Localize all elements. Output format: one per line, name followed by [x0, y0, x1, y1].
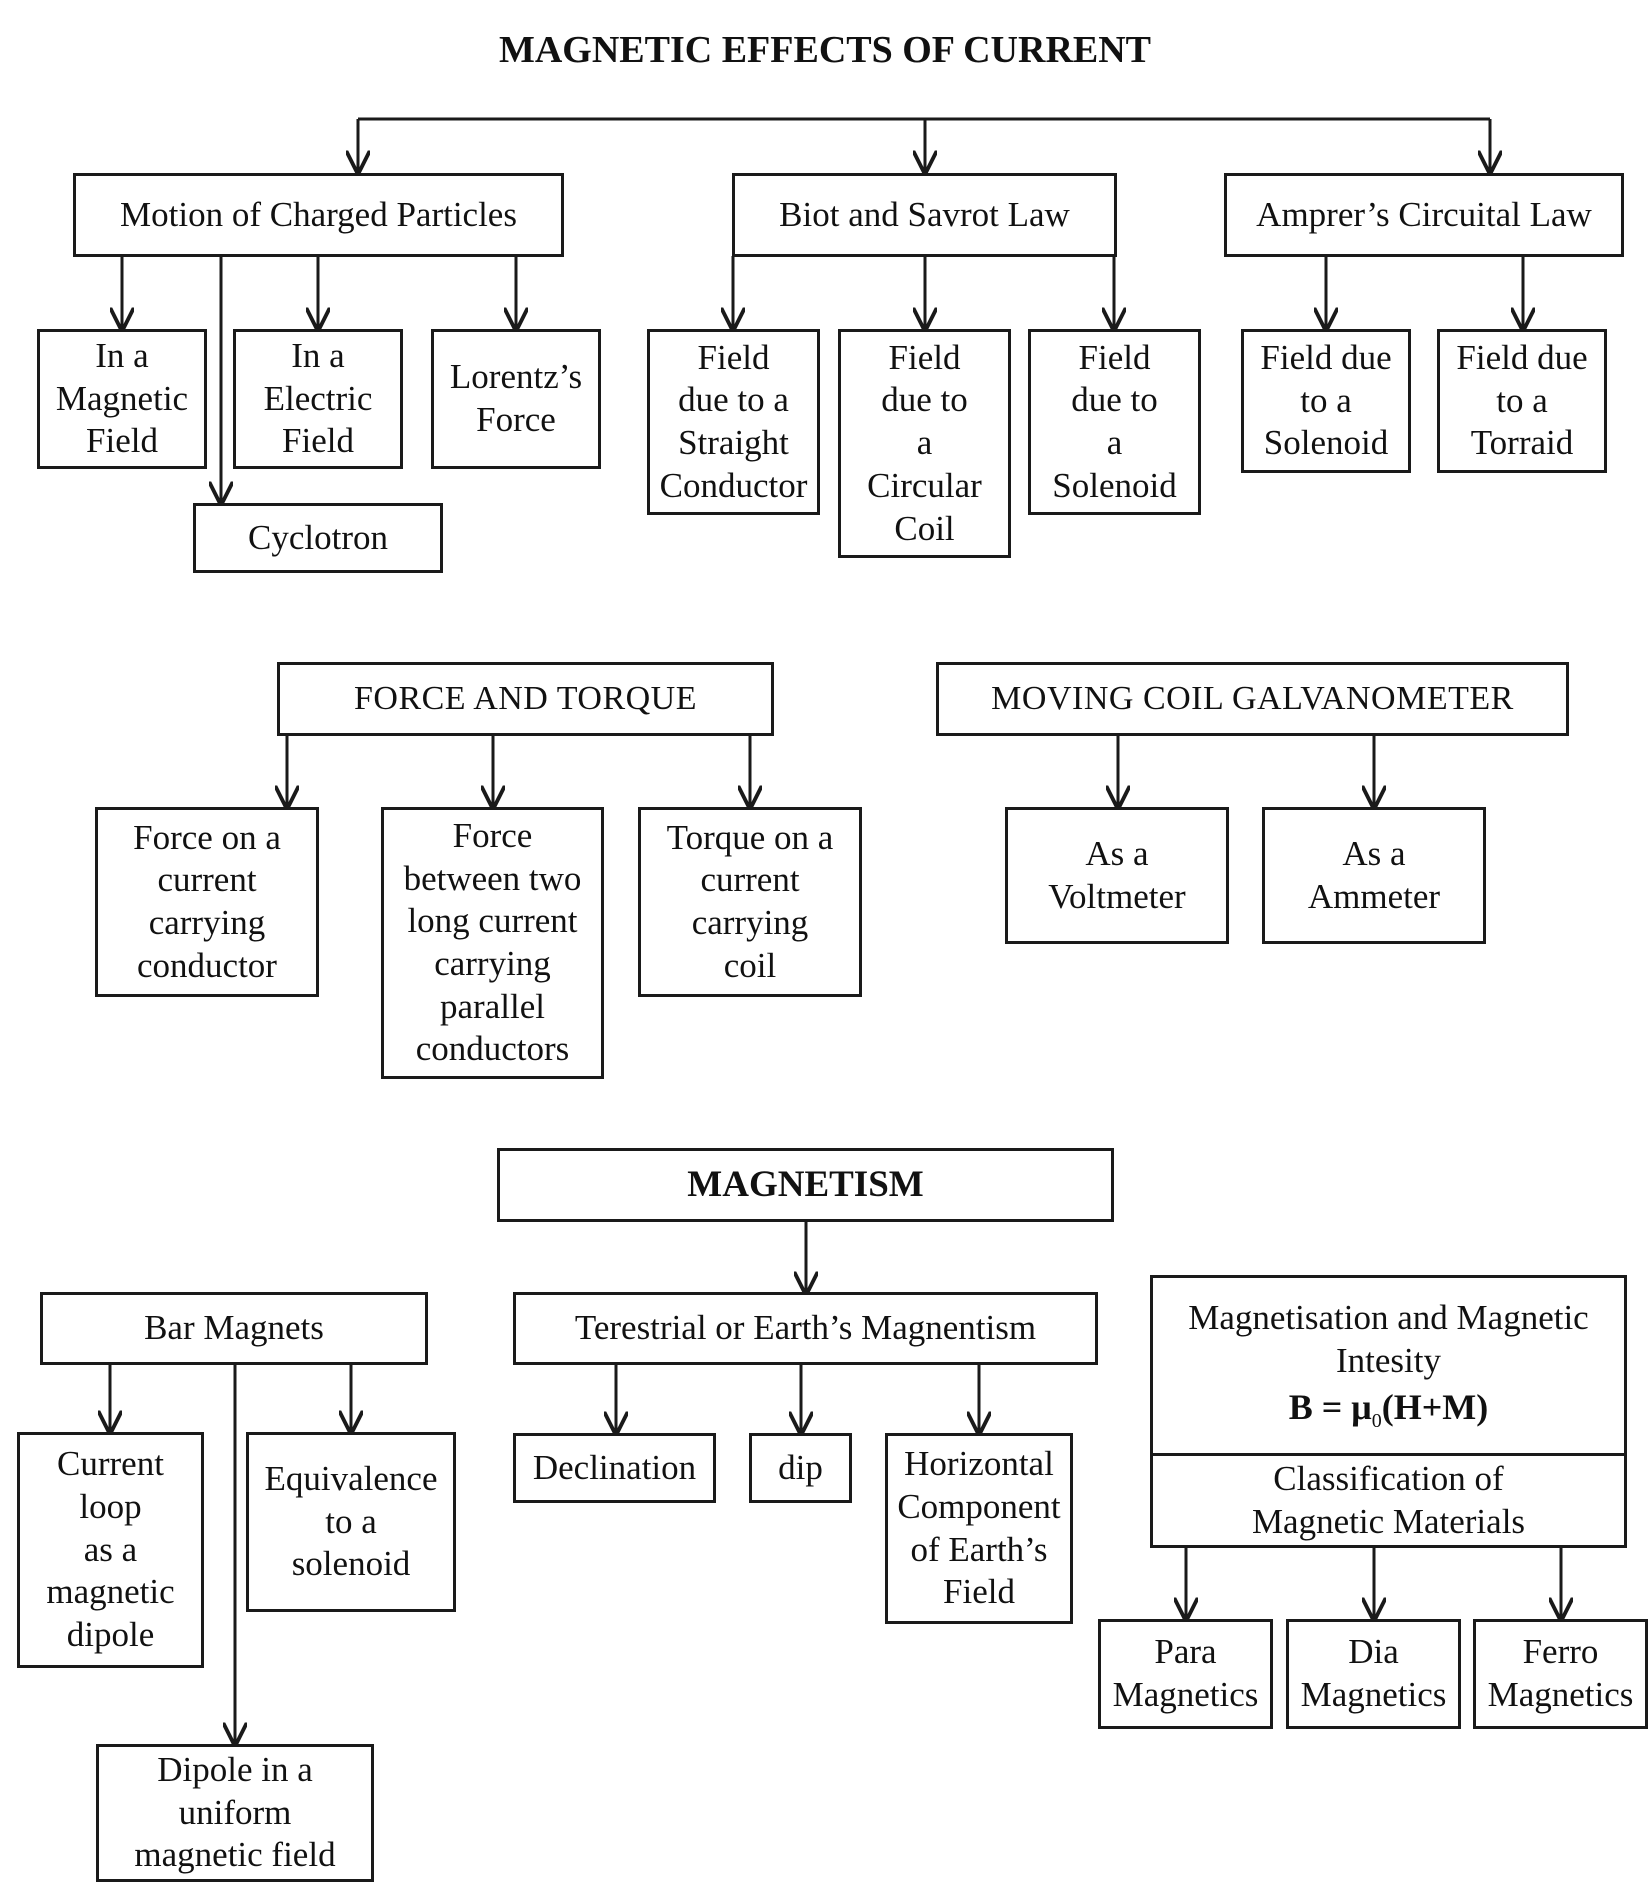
- field-circular-coil-box: Field due to a Circular Coil: [838, 329, 1011, 558]
- as-voltmeter-box: As a Voltmeter: [1005, 807, 1229, 944]
- field-torraid-box: Field due to a Torraid: [1437, 329, 1607, 473]
- in-magnetic-field-box: In a Magnetic Field: [37, 329, 207, 469]
- magnetisation-intensity-box: Magnetisation and Magnetic Intesity B = …: [1150, 1275, 1627, 1456]
- force-on-conductor-box: Force on a current carrying conductor: [95, 807, 319, 997]
- as-ammeter-box: As a Ammeter: [1262, 807, 1486, 944]
- torque-on-coil-box: Torque on a current carrying coil: [638, 807, 862, 997]
- classification-box: Classification of Magnetic Materials: [1150, 1453, 1627, 1548]
- force-and-torque-box: FORCE AND TORQUE: [277, 662, 774, 736]
- in-electric-field-box: In a Electric Field: [233, 329, 403, 469]
- field-solenoid-ampere-box: Field due to a Solenoid: [1241, 329, 1411, 473]
- horizontal-component-box: Horizontal Component of Earth’s Field: [885, 1433, 1073, 1624]
- field-straight-conductor-box: Field due to a Straight Conductor: [647, 329, 820, 515]
- ferro-magnetics-box: Ferro Magnetics: [1473, 1619, 1648, 1729]
- field-solenoid-biot-box: Field due to a Solenoid: [1028, 329, 1201, 515]
- magnetisation-formula: B = μ0(H+M): [1289, 1386, 1488, 1434]
- dip-box: dip: [749, 1433, 852, 1503]
- biot-savart-box: Biot and Savrot Law: [732, 173, 1117, 257]
- formula-subscript: 0: [1371, 1410, 1382, 1433]
- ampere-law-box: Amprer’s Circuital Law: [1224, 173, 1624, 257]
- lorentz-force-box: Lorentz’s Force: [431, 329, 601, 469]
- motion-charged-particles-box: Motion of Charged Particles: [73, 173, 564, 257]
- equivalence-solenoid-box: Equivalence to a solenoid: [246, 1432, 456, 1612]
- force-between-conductors-box: Force between two long current carrying …: [381, 807, 604, 1079]
- cyclotron-box: Cyclotron: [193, 503, 443, 573]
- diagram-title: MAGNETIC EFFECTS OF CURRENT: [498, 29, 1152, 71]
- current-loop-dipole-box: Current loop as a magnetic dipole: [17, 1432, 204, 1668]
- bar-magnets-box: Bar Magnets: [40, 1292, 428, 1365]
- moving-coil-galvanometer-box: MOVING COIL GALVANOMETER: [936, 662, 1569, 736]
- earth-magnetism-box: Terestrial or Earth’s Magnentism: [513, 1292, 1098, 1365]
- magnetism-box: MAGNETISM: [497, 1148, 1114, 1222]
- formula-rhs: (H+M): [1381, 1387, 1489, 1428]
- formula-lhs: B = μ: [1288, 1387, 1372, 1428]
- dia-magnetics-box: Dia Magnetics: [1286, 1619, 1461, 1729]
- para-magnetics-box: Para Magnetics: [1098, 1619, 1273, 1729]
- dipole-uniform-field-box: Dipole in a uniform magnetic field: [96, 1744, 374, 1882]
- magnetisation-label: Magnetisation and Magnetic Intesity: [1188, 1298, 1589, 1380]
- declination-box: Declination: [513, 1433, 716, 1503]
